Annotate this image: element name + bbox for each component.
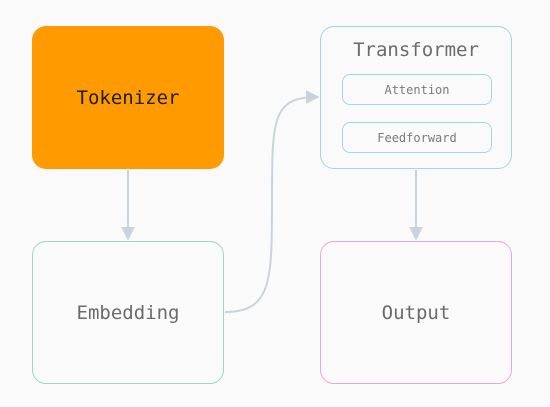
attention-subnode: Attention (342, 74, 492, 105)
embedding-label: Embedding (76, 301, 180, 324)
attention-label: Attention (384, 82, 450, 97)
embedding-node: Embedding (32, 241, 224, 384)
transformer-label: Transformer (353, 39, 479, 61)
edge-embedding-to-transformer (224, 90, 320, 313)
output-label: Output (381, 301, 451, 324)
tokenizer-label: Tokenizer (76, 86, 180, 109)
tokenizer-node: Tokenizer (32, 26, 224, 169)
feedforward-subnode: Feedforward (342, 122, 492, 153)
transformer-node: Transformer Attention Feedforward (320, 26, 512, 169)
feedforward-label: Feedforward (377, 130, 457, 145)
output-node: Output (320, 241, 512, 384)
